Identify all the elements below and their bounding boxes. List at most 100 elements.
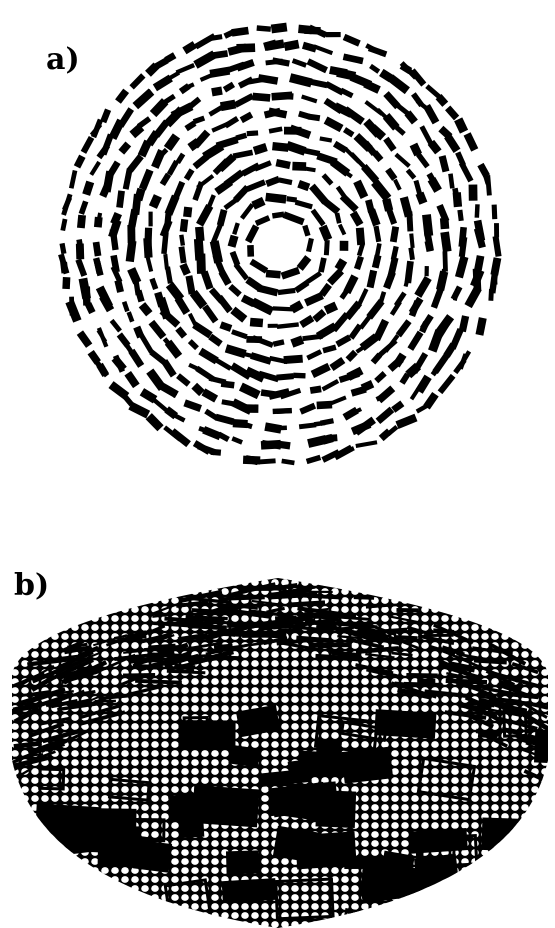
rod-bundle <box>216 136 239 149</box>
rod-bundle <box>293 373 305 379</box>
rod-bundle <box>146 413 164 431</box>
rod-bundle <box>440 232 451 253</box>
rim-rod <box>396 608 418 612</box>
rod-bundle <box>329 357 345 371</box>
rod-bundle <box>75 258 87 276</box>
rod-bundle <box>324 240 330 255</box>
rod-bundle <box>137 116 151 129</box>
rod-bundle <box>459 162 474 183</box>
rod-bundle <box>474 255 484 271</box>
rod-bundle <box>215 414 235 425</box>
rod-bundle <box>306 455 321 464</box>
rod-bundle <box>195 227 205 242</box>
rod-bundle <box>246 336 262 343</box>
rod-bundle <box>240 203 254 220</box>
rod-bundle <box>275 159 290 169</box>
rod-bundle <box>250 352 272 365</box>
rod-bundle <box>152 398 169 414</box>
rod-bundle <box>59 243 66 254</box>
rod-bundle <box>292 58 307 67</box>
rod-bundle <box>321 197 340 214</box>
rod-bundle <box>261 389 276 398</box>
rod-bundle <box>436 271 448 291</box>
rod-bundle <box>188 363 201 372</box>
rod-bundle <box>428 329 444 352</box>
rod-bundle <box>183 399 202 412</box>
rod-bundle <box>252 93 270 102</box>
rod-bundle <box>361 164 379 183</box>
rod-bundle <box>340 88 354 98</box>
rod-bundle <box>74 155 86 169</box>
rod-bundle <box>230 307 247 323</box>
rod-bundle <box>160 173 171 186</box>
rod-bundle <box>272 142 289 152</box>
rod-bundle <box>163 254 169 270</box>
rod-bundle <box>297 180 310 191</box>
rod-bundle <box>188 339 199 350</box>
rod-bundle <box>438 374 456 394</box>
rod-bundle <box>253 143 268 155</box>
rod-bundle <box>289 125 311 139</box>
rod-bundle <box>310 79 328 88</box>
rod-bundle <box>139 169 154 191</box>
rod-bundle <box>371 179 391 201</box>
rod-bundle <box>307 435 327 448</box>
rod-bundle <box>299 403 316 415</box>
rod-bundle <box>485 175 492 196</box>
rod-bundle <box>475 317 486 336</box>
rod-bundle <box>423 104 439 124</box>
rod-bundle <box>110 319 122 333</box>
rod-bundle <box>107 161 121 178</box>
rod-bundle <box>350 152 366 169</box>
rod-bundle <box>255 215 271 226</box>
rod-bundle <box>184 168 195 180</box>
rod-bundle <box>240 112 254 123</box>
rod-bundle <box>77 330 93 348</box>
rod-bundle <box>282 211 304 225</box>
rod-bundle <box>440 218 449 230</box>
rod-bundle <box>210 240 223 263</box>
rod-bundle <box>129 73 145 89</box>
rod-bundle <box>457 210 463 222</box>
rim-rod <box>417 679 435 684</box>
rod-bundle <box>236 59 255 71</box>
rod-bundle <box>179 263 190 276</box>
rod-bundle <box>455 256 468 279</box>
rod-bundle <box>239 383 261 399</box>
rod-block <box>362 879 398 902</box>
rim-rod <box>311 591 333 593</box>
rod-bundle <box>378 339 398 357</box>
rod-bundle <box>313 44 333 55</box>
rod-bundle <box>416 153 430 169</box>
rod-bundle <box>301 166 316 172</box>
rod-block <box>40 899 66 923</box>
rod-bundle <box>194 239 204 261</box>
rod-bundle <box>251 197 265 210</box>
rod-bundle <box>234 93 254 108</box>
rod-bundle <box>419 125 433 145</box>
hemispherical-rod-packing-side-view-icon <box>0 560 555 928</box>
rod-bundle <box>310 385 322 393</box>
rod-bundle <box>179 246 187 263</box>
rod-bundle <box>299 315 314 328</box>
rod-bundle <box>299 422 317 429</box>
rod-bundle <box>146 368 166 391</box>
rod-bundle <box>176 63 195 74</box>
rod-bundle <box>321 449 340 462</box>
rod-bundle <box>164 94 176 104</box>
rod-bundle <box>494 223 499 237</box>
rod-bundle <box>311 209 326 227</box>
rod-bundle <box>126 311 134 322</box>
rod-bundle <box>369 64 380 74</box>
rod-bundle <box>448 173 454 188</box>
rod-bundle <box>233 150 254 159</box>
rod-bundle <box>308 25 327 38</box>
rim-rod <box>406 673 437 678</box>
rod-bundle <box>188 313 198 327</box>
rod-bundle <box>235 133 247 141</box>
rod-bundle <box>475 204 480 218</box>
rod-bundle <box>224 116 239 128</box>
rod-bundle <box>115 89 129 104</box>
rod-block <box>509 901 555 928</box>
rod-bundle <box>281 267 301 280</box>
